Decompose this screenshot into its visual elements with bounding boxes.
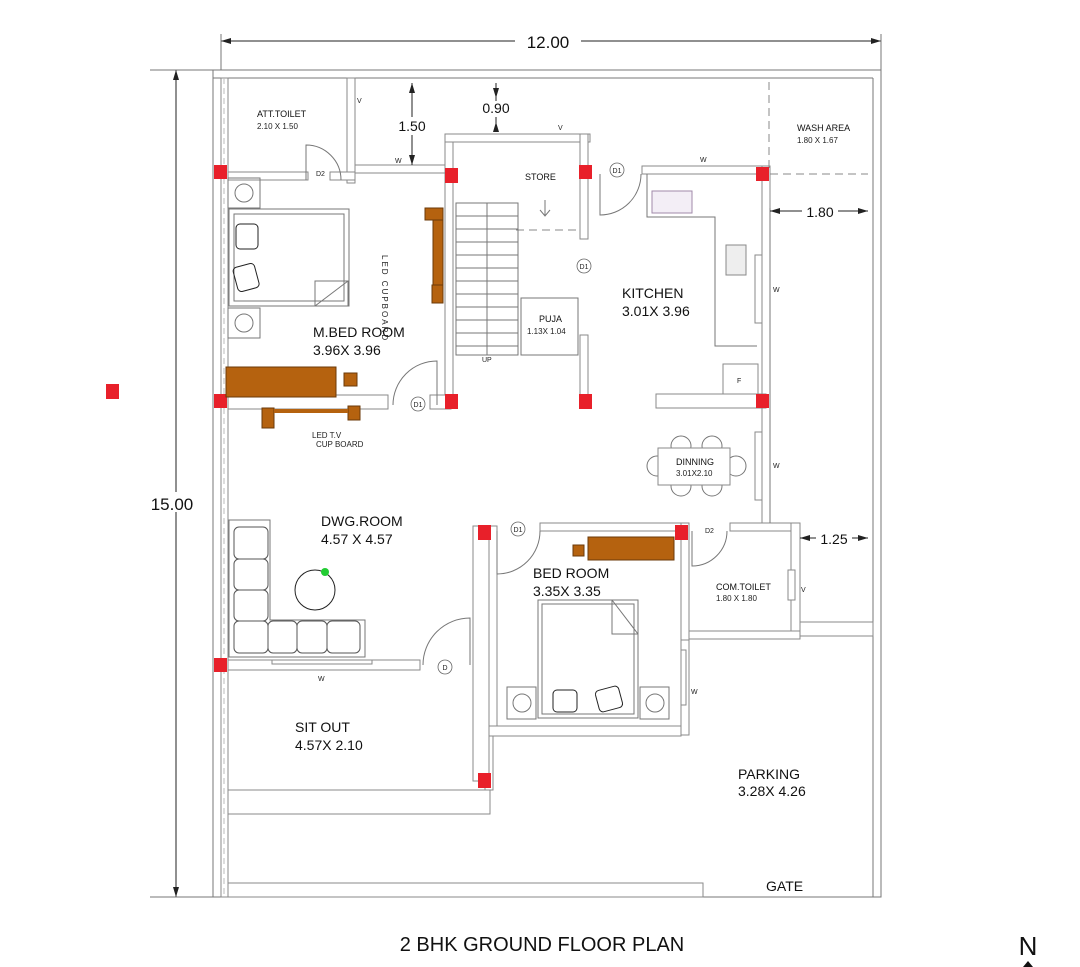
sit-out-size: 4.57X 2.10 bbox=[295, 737, 363, 753]
puja-size: 1.13X 1.04 bbox=[527, 327, 566, 336]
bed-room-label: BED ROOM bbox=[533, 565, 609, 581]
puja-label: PUJA bbox=[539, 314, 562, 324]
svg-text:W: W bbox=[691, 689, 698, 696]
svg-text:V: V bbox=[357, 98, 362, 105]
att-toilet-label: ATT.TOILET bbox=[257, 109, 307, 119]
dim-1-50: 1.50 bbox=[396, 83, 430, 165]
master-bed bbox=[227, 177, 350, 339]
wash-area-label: WASH AREA bbox=[797, 123, 850, 133]
svg-text:V: V bbox=[801, 587, 806, 594]
front-compound-wall bbox=[227, 882, 704, 898]
parking-size: 3.28X 4.26 bbox=[738, 783, 806, 799]
north-arrow-icon bbox=[1023, 961, 1033, 967]
dwg-room-label: DWG.ROOM bbox=[321, 513, 403, 529]
sofa bbox=[228, 519, 366, 658]
com-toilet-size: 1.80 X 1.80 bbox=[716, 594, 757, 603]
wardrobe-vertical-label: LED CUPBOARD bbox=[380, 255, 389, 342]
staircase bbox=[455, 200, 579, 356]
sit-out-label: SIT OUT bbox=[295, 719, 350, 735]
svg-text:W: W bbox=[773, 287, 780, 294]
svg-text:W: W bbox=[773, 463, 780, 470]
svg-text:D1: D1 bbox=[514, 527, 523, 534]
m-bed-room-size: 3.96X 3.96 bbox=[313, 342, 381, 358]
svg-text:D1: D1 bbox=[580, 264, 589, 271]
stair-up-label: UP bbox=[482, 357, 492, 364]
doors bbox=[305, 144, 728, 666]
dinning-size: 3.01X2.10 bbox=[676, 469, 713, 478]
walls bbox=[227, 77, 801, 791]
svg-text:D1: D1 bbox=[613, 168, 622, 175]
dim-1-25: 1.25 bbox=[800, 530, 868, 547]
dimension-width: 12.00 bbox=[220, 32, 882, 70]
dim-1-80: 1.80 bbox=[770, 203, 868, 220]
cupboard bbox=[225, 366, 337, 398]
dimension-label: 1.25 bbox=[820, 531, 847, 547]
sink bbox=[651, 190, 693, 214]
bedroom-bed bbox=[506, 599, 670, 720]
dimension-label: 1.80 bbox=[806, 204, 833, 220]
bed-room-size: 3.35X 3.35 bbox=[533, 583, 601, 599]
dimension-depth: 15.00 bbox=[145, 69, 213, 898]
dining-table bbox=[646, 435, 747, 497]
svg-text:W: W bbox=[700, 157, 707, 164]
kitchen-label: KITCHEN bbox=[622, 285, 683, 301]
att-toilet-size: 2.10 X 1.50 bbox=[257, 122, 298, 131]
m-bed-room-label: M.BED ROOM bbox=[313, 324, 405, 340]
com-toilet-label: COM.TOILET bbox=[716, 582, 771, 592]
svg-text:W: W bbox=[318, 676, 325, 683]
plan-title: 2 BHK GROUND FLOOR PLAN bbox=[400, 934, 685, 956]
bedroom-cupboard bbox=[587, 536, 675, 561]
svg-text:D2: D2 bbox=[316, 171, 325, 178]
store-label: STORE bbox=[525, 172, 556, 182]
led-tv-label: LED T.V bbox=[312, 431, 342, 440]
wash-area-size: 1.80 X 1.67 bbox=[797, 136, 838, 145]
parking-label: PARKING bbox=[738, 766, 800, 782]
dim-0-90: 0.90 bbox=[480, 83, 514, 132]
puja-box bbox=[520, 297, 579, 356]
svg-text:V: V bbox=[558, 125, 563, 132]
dwg-room-size: 4.57 X 4.57 bbox=[321, 531, 393, 547]
svg-text:W: W bbox=[395, 158, 402, 165]
dimension-label: 0.90 bbox=[482, 100, 509, 116]
dinning-label: DINNING bbox=[676, 457, 714, 467]
dimension-label: 1.50 bbox=[398, 118, 425, 134]
stove bbox=[725, 244, 747, 276]
depth-dimension-label: 15.00 bbox=[151, 495, 194, 514]
columns bbox=[106, 165, 769, 788]
north-indicator: N bbox=[1019, 931, 1038, 961]
gate-label: GATE bbox=[766, 878, 803, 894]
svg-text:F: F bbox=[737, 378, 741, 385]
svg-text:D1: D1 bbox=[414, 402, 423, 409]
cupboard-label: CUP BOARD bbox=[316, 440, 364, 449]
kitchen-size: 3.01X 3.96 bbox=[622, 303, 690, 319]
svg-text:D: D bbox=[442, 665, 447, 672]
opening-tags: D2 D1 D1 D1 D1 D2 D W W W W W W V V V F bbox=[316, 98, 806, 696]
width-dimension-label: 12.00 bbox=[527, 33, 570, 52]
svg-text:D2: D2 bbox=[705, 528, 714, 535]
